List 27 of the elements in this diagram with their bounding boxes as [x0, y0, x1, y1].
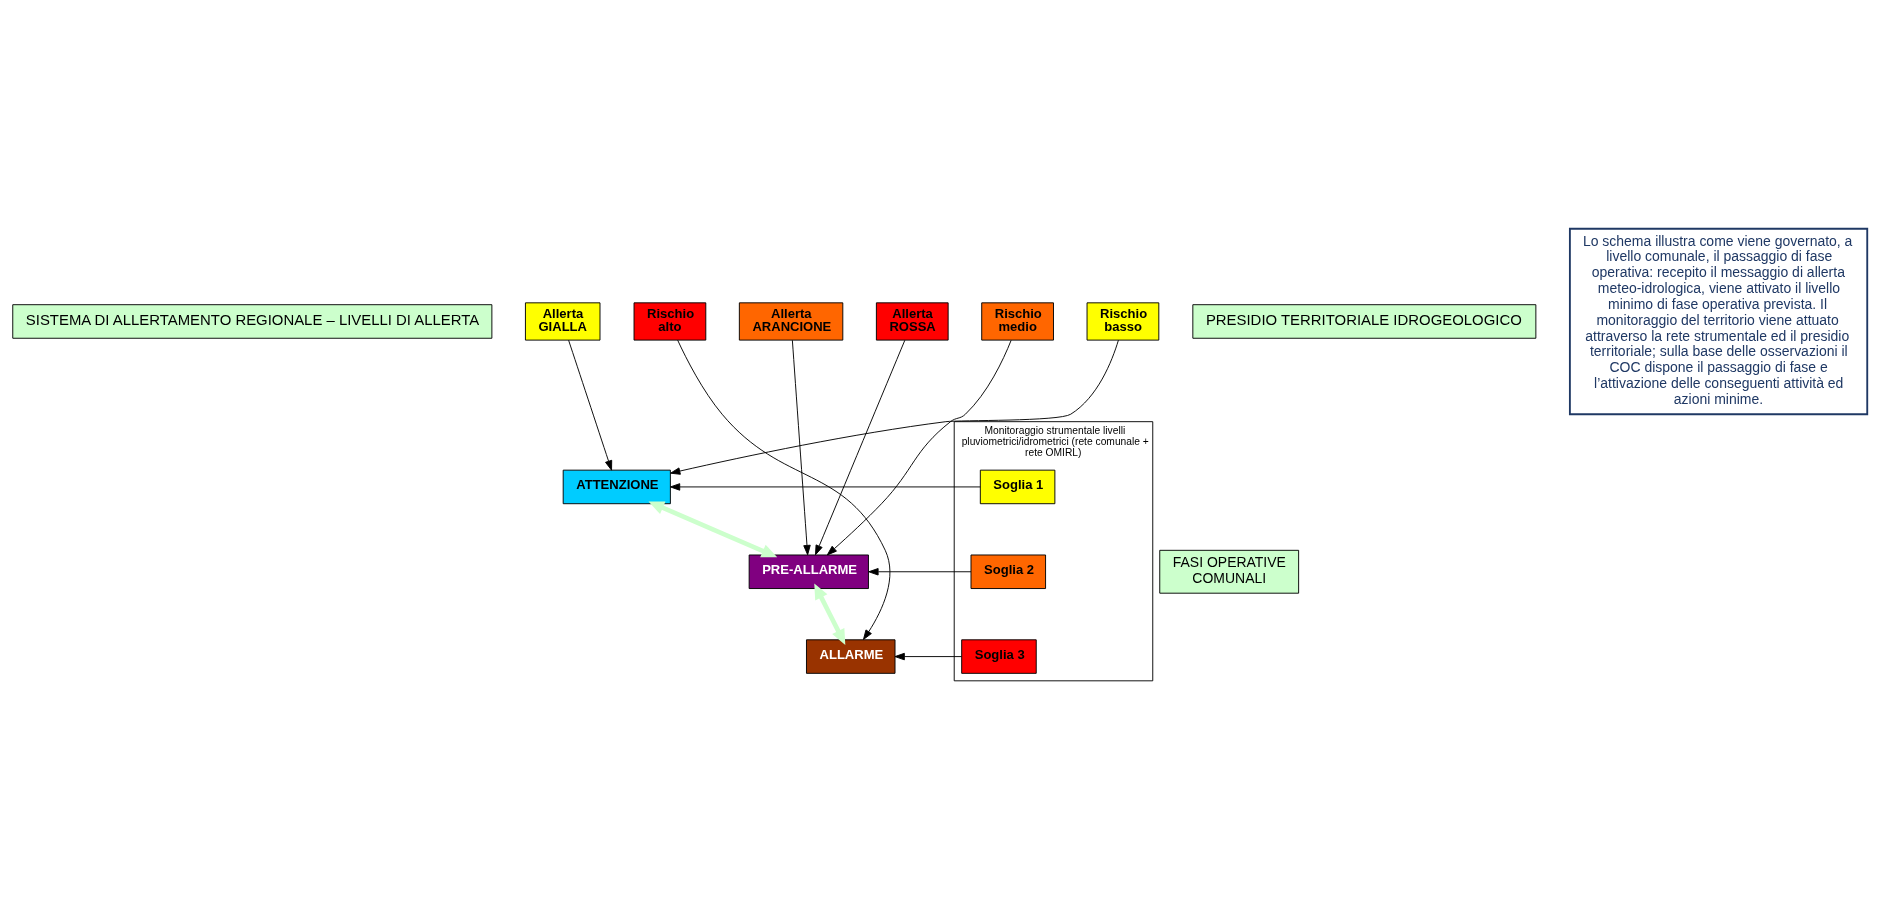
arrow — [568, 339, 613, 471]
node-box: Allerta ARANCIONE — [738, 301, 844, 341]
arrow — [826, 339, 1012, 555]
node-box: Rischio basso — [1086, 301, 1160, 341]
arrow — [814, 583, 846, 645]
node-box: SISTEMA DI ALLERTAMENTO REGIONALE – LIVELLI DI ALLERTA — [12, 303, 493, 339]
node-box: Soglia 1 — [979, 469, 1056, 504]
arrow — [648, 500, 778, 557]
node-box: Soglia 3 — [961, 638, 1037, 674]
arrow — [815, 339, 906, 555]
arrow — [791, 339, 811, 555]
node-box: Soglia 2 — [970, 554, 1047, 589]
arrow — [894, 652, 963, 660]
node-box: Rischio medio — [981, 301, 1054, 341]
node-box: Allerta ROSSA — [875, 301, 949, 341]
arrow — [868, 567, 972, 575]
node-box: PRESIDIO TERRITORIALE IDROGEOLOGICO — [1192, 303, 1537, 339]
node-box: Allerta GIALLA — [524, 301, 601, 341]
arrow — [677, 339, 891, 640]
node-box: FASI OPERATIVE COMUNALI — [1159, 549, 1300, 594]
node-box: Lo schema illustra come viene governato, a livello comunale, il passaggio di fase operativa: recepito il messaggio di allerta meteo-idrologica, viene attivato il livello minimo di fase operativa prevista. Il monitoraggio del territorio viene attuato attraverso la rete strumentale ed il presidio territoriale; sulla base delle osservazioni il COC dispone il passaggio di fase e l’attivazione delle conseguenti attività ed azioni minime. — [1568, 227, 1869, 415]
arrow — [669, 482, 981, 491]
node-box: PRE-ALLARME — [748, 554, 869, 589]
node-box: ATTENZIONE — [562, 469, 671, 504]
node-box: ALLARME — [806, 638, 896, 674]
arrow — [670, 339, 1119, 475]
node-box: Rischio alto — [633, 301, 707, 341]
